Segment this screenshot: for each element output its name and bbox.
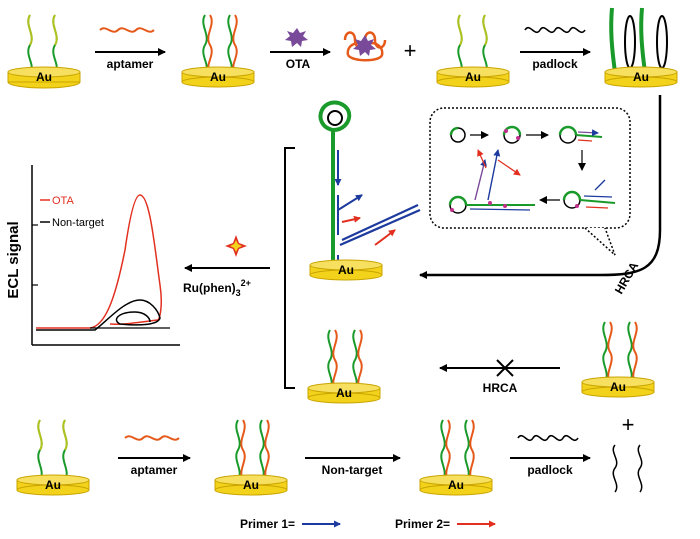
non-target-label: Non-target (322, 463, 383, 477)
ota-label: OTA (286, 57, 311, 71)
step-bottom-after-nontarget: Au (419, 419, 493, 496)
step-aptamer-hybridized: Au (181, 14, 255, 88)
step-bottom-hybridized: Au (214, 419, 288, 496)
step-bottom-bare: Au (16, 419, 90, 496)
au-label: Au (465, 70, 481, 84)
ru-phen-label: Ru(phen)32+ (183, 278, 251, 298)
primer1-label: Primer 1= (240, 517, 295, 531)
hrca-label: HRCA (612, 259, 642, 296)
arrow-non-target: Non-target (305, 454, 401, 477)
au-label: Au (36, 70, 52, 84)
ecl-ota-curve (36, 194, 162, 329)
au-label: Au (338, 263, 354, 277)
ota-aptamer-complex (343, 31, 387, 62)
step-nontarget-hybridized: Au (307, 329, 381, 404)
au-label: Au (610, 380, 626, 394)
ecl-ylabel: ECL signal (5, 221, 22, 298)
aptamer-label-2: aptamer (131, 463, 178, 477)
ru-phen-sup: 2+ (241, 278, 251, 288)
hrca-mechanism-inset (429, 107, 631, 256)
step-padlock-circularized: Au (604, 7, 678, 88)
step-free-capture: Au (436, 14, 510, 88)
padlock-label-2: padlock (527, 463, 573, 477)
step-nontarget-right: Au (581, 321, 655, 398)
au-label: Au (243, 478, 259, 492)
au-label: Au (336, 386, 352, 400)
aptamer-label: aptamer (107, 57, 154, 71)
padlock-label: padlock (532, 57, 578, 71)
au-label: Au (210, 70, 226, 84)
arrow-aptamer-2: aptamer (118, 435, 191, 477)
au-label: Au (448, 478, 464, 492)
amplified-electrode: Au (309, 100, 421, 281)
legend-ota: OTA (52, 195, 74, 207)
ecl-chart: ECL signal OTA Non-target (5, 165, 180, 346)
arrow-ota: OTA (270, 28, 331, 71)
arrow-ru-phen: Ru(phen)32+ (183, 235, 270, 298)
arrow-padlock-2: padlock (510, 434, 591, 477)
au-label: Au (633, 70, 649, 84)
primer2-label: Primer 2= (395, 517, 450, 531)
bracket (284, 147, 295, 389)
arrow-aptamer-1: aptamer (95, 27, 166, 71)
hrca-connector-arrow (419, 95, 662, 279)
plus-sign: + (404, 38, 417, 63)
ru-phen-main: Ru(phen) (183, 281, 236, 295)
primer-legend: Primer 1= Primer 2= (240, 517, 496, 531)
ecl-nontarget-curve (36, 299, 161, 331)
step-bare-electrode: Au (7, 14, 81, 89)
arrow-hrca-blocked: HRCA (439, 359, 560, 395)
arrow-padlock-1: padlock (520, 26, 591, 71)
free-padlock-strands (612, 444, 643, 493)
ru-phen-sub: 3 (236, 288, 241, 298)
hrca-blocked-label: HRCA (483, 381, 518, 395)
plus-sign-2: + (622, 412, 635, 437)
au-label: Au (45, 478, 61, 492)
legend-nontarget: Non-target (52, 217, 104, 229)
